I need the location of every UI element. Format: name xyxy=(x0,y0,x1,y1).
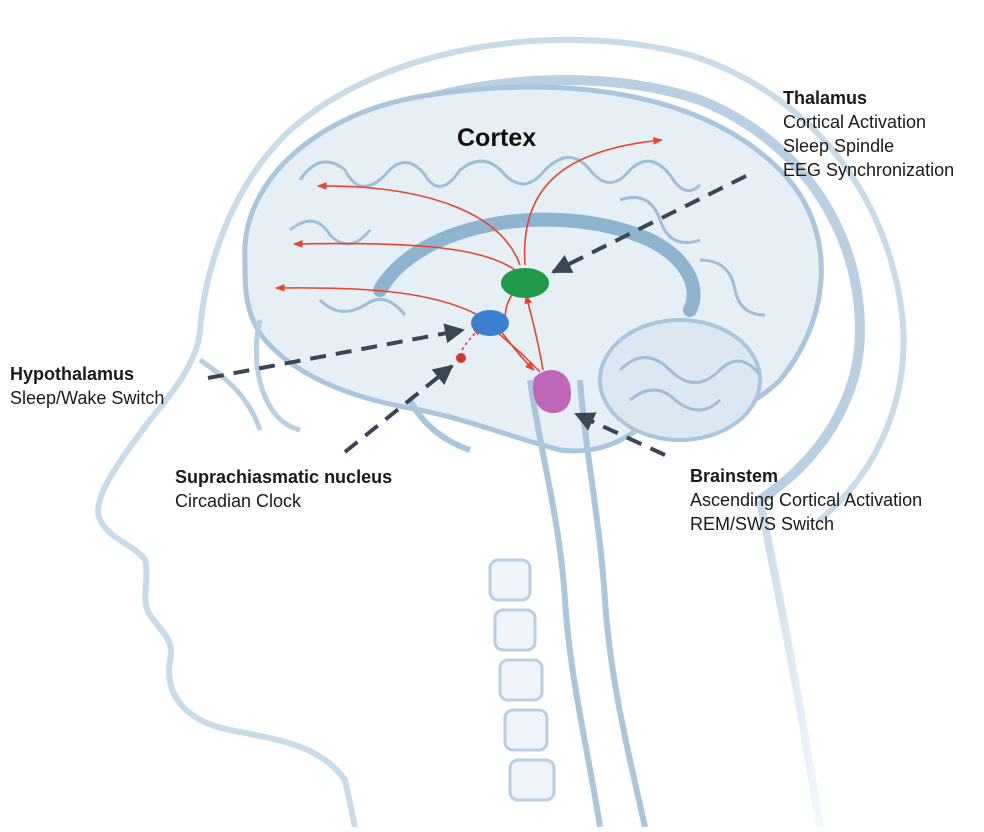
thalamus-node xyxy=(501,268,549,298)
scn-title: Suprachiasmatic nucleus xyxy=(175,465,392,489)
hypothalamus-title: Hypothalamus xyxy=(10,362,164,386)
scn-label: Suprachiasmatic nucleus Circadian Clock xyxy=(175,465,392,513)
brainstem-function-2: REM/SWS Switch xyxy=(690,512,922,536)
vertebrae xyxy=(490,560,554,800)
thalamus-function-1: Cortical Activation xyxy=(783,110,954,134)
thalamus-label: Thalamus Cortical Activation Sleep Spind… xyxy=(783,86,954,182)
thalamus-title: Thalamus xyxy=(783,86,954,110)
neck-back xyxy=(760,500,820,827)
thalamus-function-3: EEG Synchronization xyxy=(783,158,954,182)
cortex-label: Cortex xyxy=(457,124,536,153)
hypothalamus-label: Hypothalamus Sleep/Wake Switch xyxy=(10,362,164,410)
scn-function-1: Circadian Clock xyxy=(175,489,392,513)
brainstem-function-1: Ascending Cortical Activation xyxy=(690,488,922,512)
cerebellum xyxy=(600,320,760,440)
thalamus-function-2: Sleep Spindle xyxy=(783,134,954,158)
brainstem-title: Brainstem xyxy=(690,464,922,488)
scn-node xyxy=(456,353,466,363)
hypothalamus-node xyxy=(471,310,509,336)
brainstem-label: Brainstem Ascending Cortical Activation … xyxy=(690,464,922,536)
hypothalamus-function-1: Sleep/Wake Switch xyxy=(10,386,164,410)
